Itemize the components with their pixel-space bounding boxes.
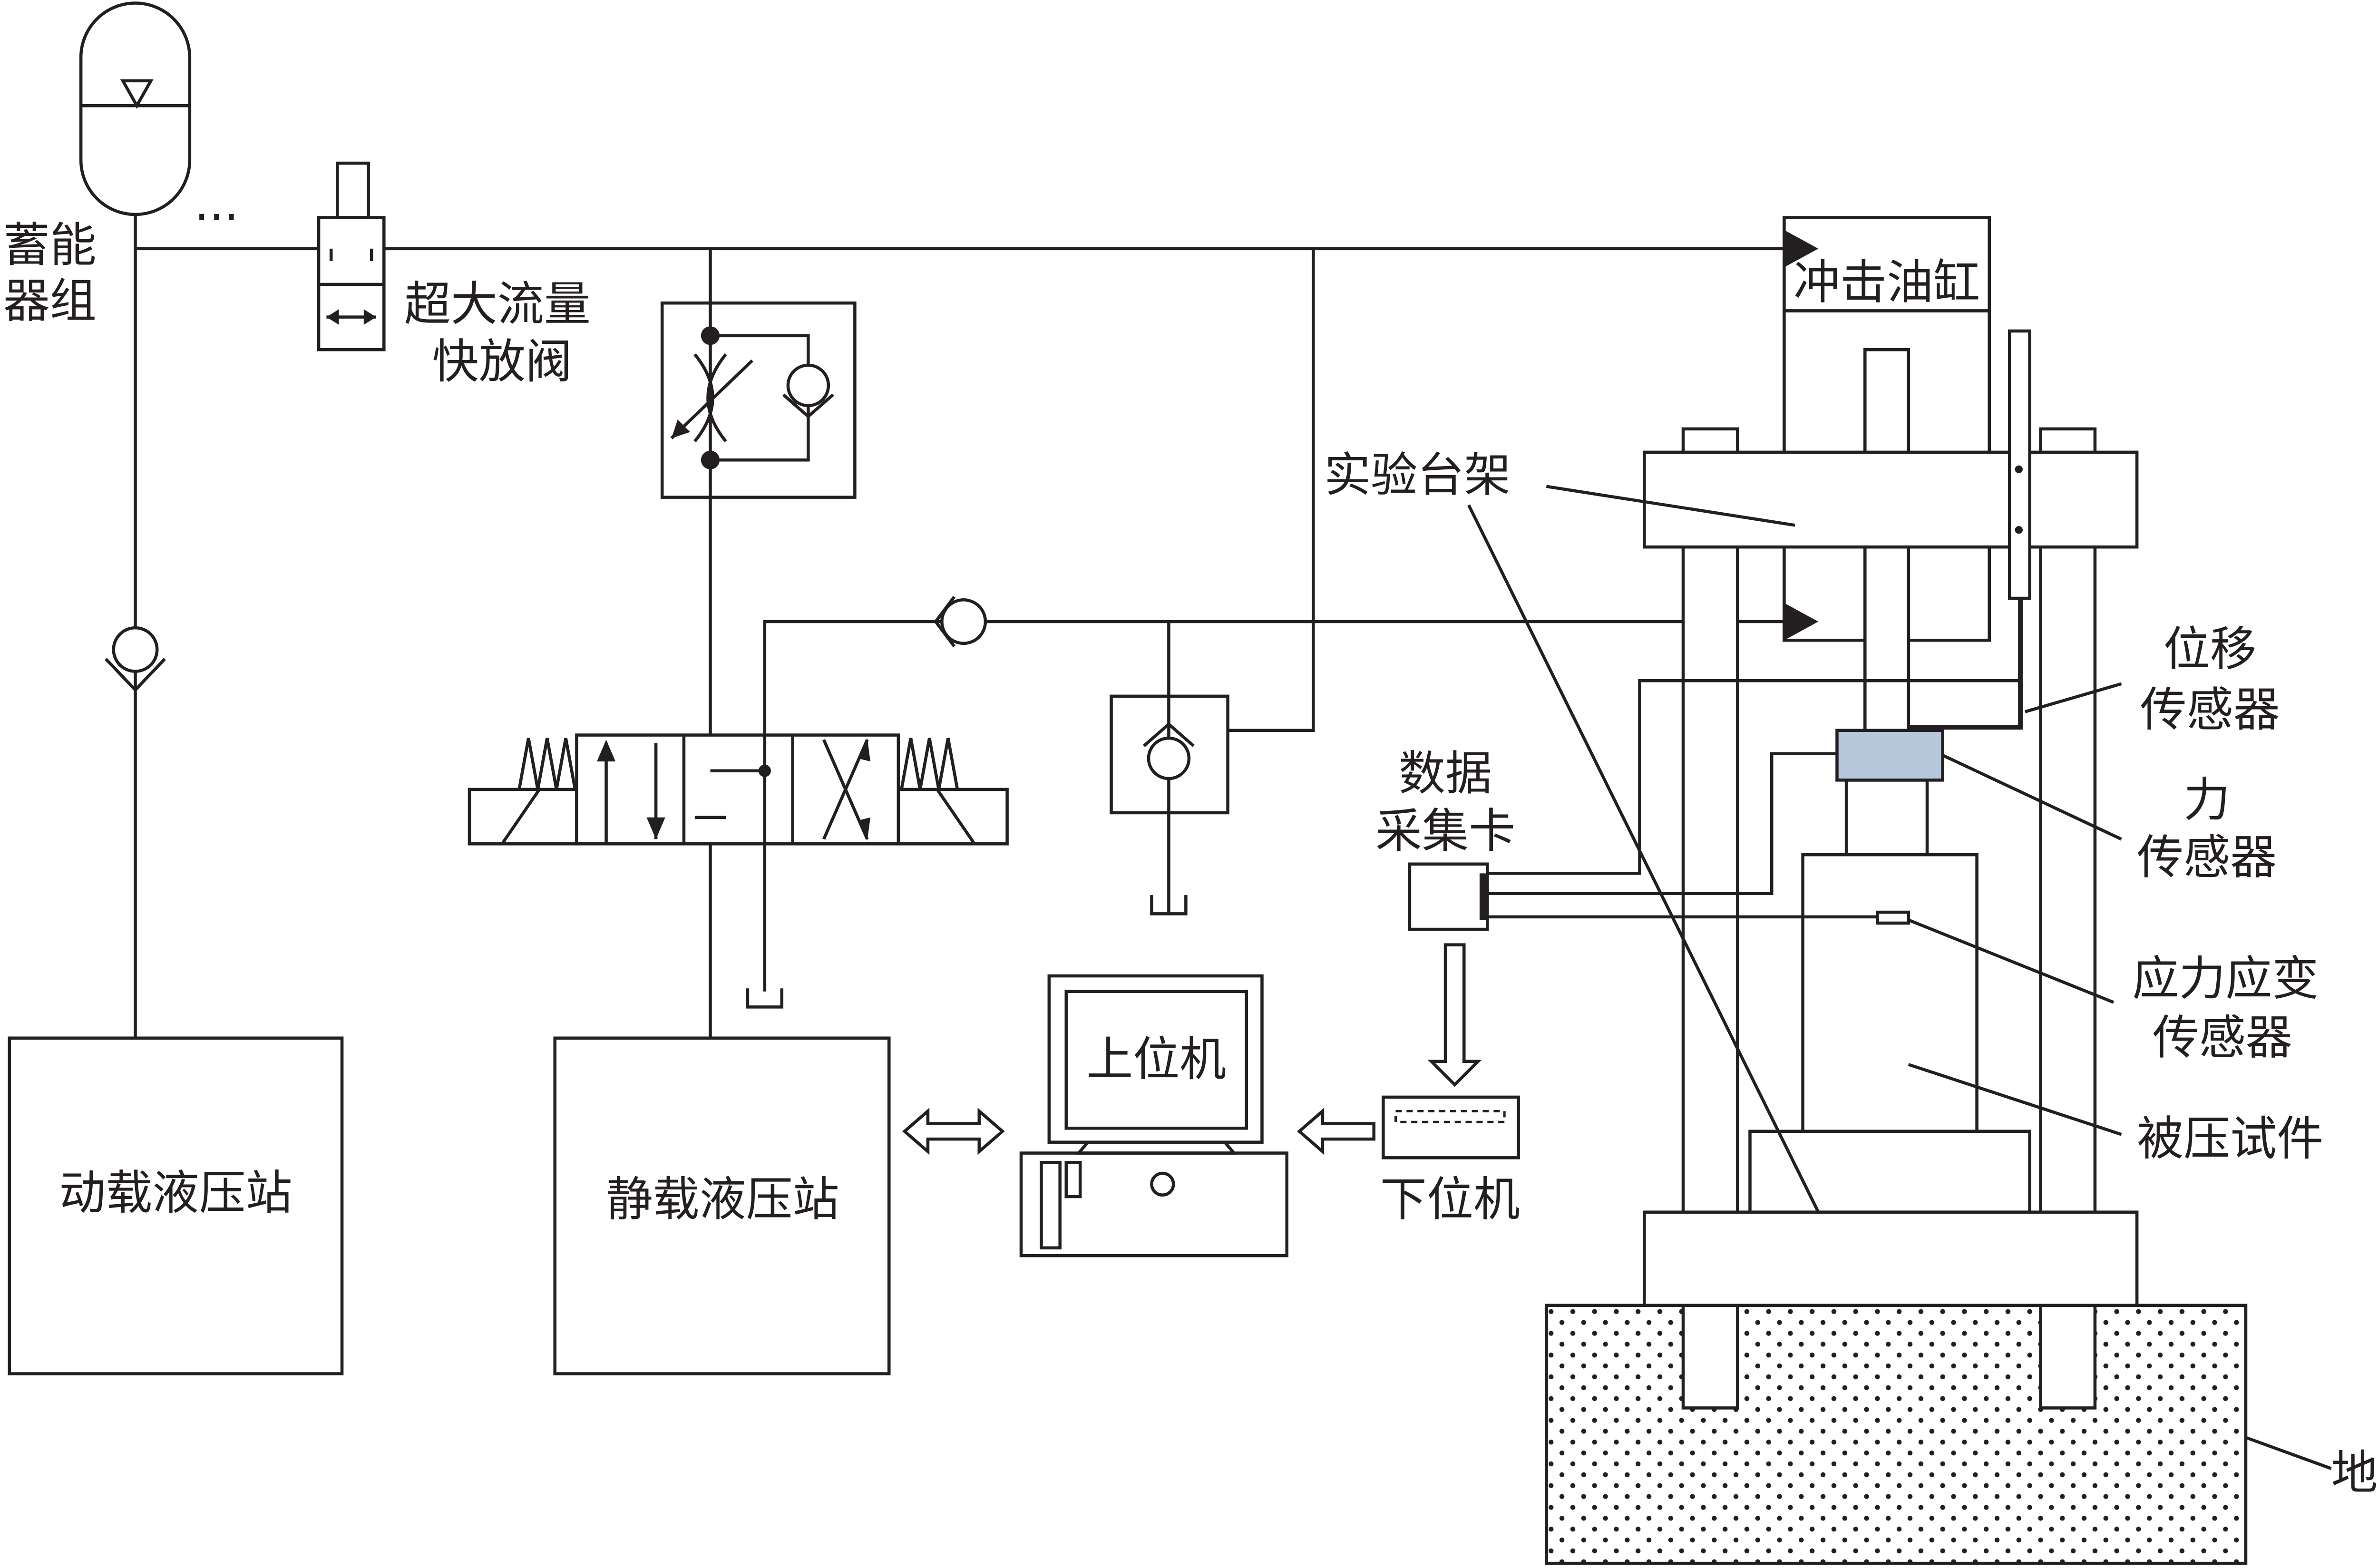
static-station-label: 静载液压站 [606, 1172, 839, 1227]
accumulator-label-1: 蓄能 [3, 218, 97, 273]
accumulator-label-2: 器组 [3, 274, 97, 329]
dynamic-hydraulic-station [8, 1036, 344, 1375]
dynamic-station-label: 动载液压站 [59, 1166, 292, 1220]
foundation-label: 地基 [2331, 1446, 2378, 1500]
fast-release-valve-symbol [317, 161, 386, 351]
tank-icon [1150, 895, 1188, 915]
double-arrow-icon [902, 1108, 1005, 1155]
directional-valve-symbol [468, 733, 1009, 846]
daq-label-2: 采集卡 [1375, 804, 1515, 858]
force-sensor-label-2: 传感器 [2137, 830, 2277, 885]
displacement-sensor-label-1: 位移 [2164, 623, 2257, 677]
force-sensor-label-1: 力 [2183, 773, 2230, 827]
arrow-head-icon [1784, 230, 1819, 268]
displacement-sensor [1908, 329, 2031, 730]
static-hydraulic-station [553, 1036, 891, 1375]
arrow-head-icon [1784, 603, 1819, 641]
daq-card-box [1408, 862, 1489, 931]
check-valve-icon [934, 595, 987, 648]
fast-valve-label-2: 快放阀 [432, 335, 572, 389]
check-valve-icon [105, 626, 166, 692]
host-pc-label: 上位机 [1086, 1032, 1226, 1087]
test-frame-label: 实验台架 [1324, 448, 1511, 503]
check-valve-box-symbol [1110, 694, 1229, 815]
lower-computer-icon [1382, 1095, 1520, 1159]
strain-sensor-label-1: 应力应变 [2132, 952, 2319, 1006]
daq-label-1: 数据 [1399, 747, 1492, 801]
displacement-sensor-label-2: 传感器 [2140, 683, 2280, 737]
left-arrow-icon [1296, 1108, 1376, 1155]
tank-icon [746, 988, 784, 1009]
fast-valve-label-1: 超大流量 [404, 277, 591, 331]
force-sensor [1835, 729, 1944, 782]
specimen-label: 被压试件 [2137, 1112, 2323, 1166]
test-frame [1545, 216, 2248, 1565]
host-computer-icon [1019, 974, 1289, 1257]
impact-cylinder-label: 冲击油缸 [1793, 255, 1980, 310]
return-line [763, 620, 1784, 992]
strain-gauge [1876, 910, 1910, 925]
lower-pc-label: 下位机 [1380, 1172, 1520, 1227]
accumulator-symbol [79, 1, 192, 216]
throttle-check-valve-symbol [660, 301, 857, 499]
ellipsis-label: ··· [195, 190, 239, 244]
strain-sensor-label-2: 传感器 [2153, 1011, 2292, 1065]
down-arrow-icon [1427, 943, 1482, 1087]
